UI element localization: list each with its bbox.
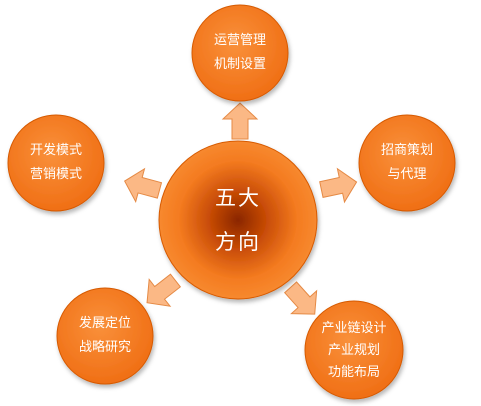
node-circle-bottom-right — [304, 300, 404, 400]
node-circle-top — [191, 4, 289, 102]
center-circle — [158, 140, 318, 300]
arrow-to-right — [317, 164, 361, 207]
node-circle-left — [7, 114, 105, 212]
arrow-to-left — [119, 164, 165, 208]
node-circle-bottom-left — [56, 287, 154, 385]
arrow-to-top — [222, 102, 258, 140]
node-circle-right — [358, 114, 456, 212]
